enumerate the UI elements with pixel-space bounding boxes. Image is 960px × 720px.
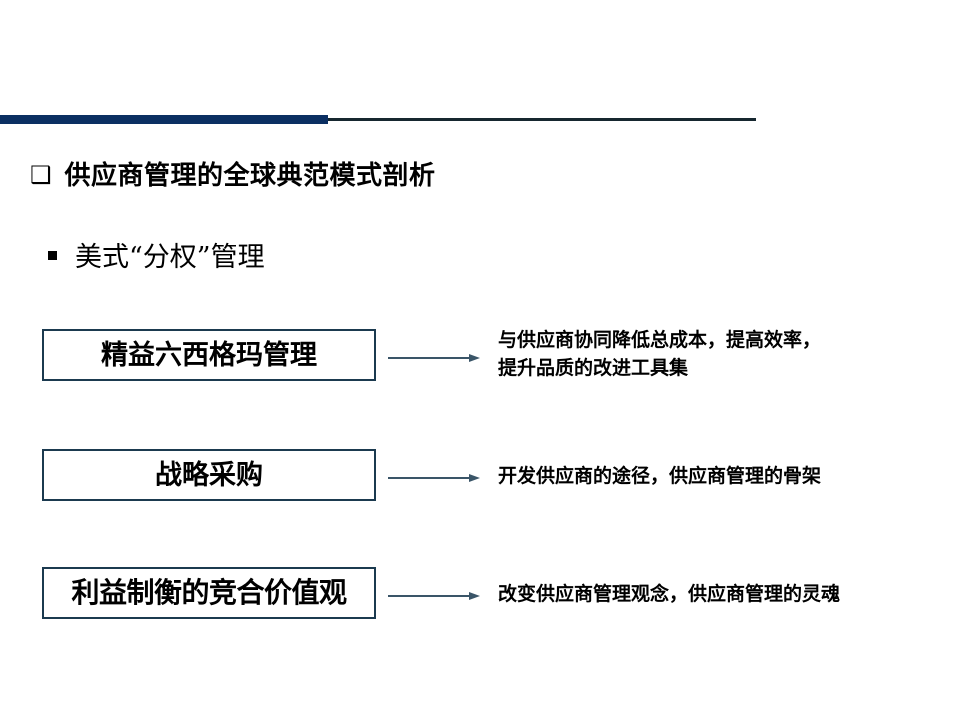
concept-box[interactable]: 精益六西格玛管理 [42, 329, 376, 381]
right-arrow-icon [388, 473, 480, 483]
description-text: 与供应商协同降低总成本，提高效率， 提升品质的改进工具集 [498, 326, 948, 382]
page-title: ❑ 供应商管理的全球典范模式剖析 [30, 155, 436, 192]
concept-box[interactable]: 利益制衡的竞合价值观 [42, 567, 376, 619]
description-text: 开发供应商的途径，供应商管理的骨架 [498, 462, 948, 490]
subtitle: 美式“分权”管理 [48, 235, 265, 274]
right-arrow-icon [388, 353, 480, 363]
header-rule [0, 113, 756, 125]
subtitle-text: 美式“分权”管理 [75, 242, 265, 273]
description-text: 改变供应商管理观念，供应商管理的灵魂 [498, 580, 948, 608]
description-line: 开发供应商的途径，供应商管理的骨架 [498, 465, 822, 487]
concept-box-label: 精益六西格玛管理 [101, 339, 317, 371]
concept-box[interactable]: 战略采购 [42, 449, 376, 501]
concept-box-label: 利益制衡的竞合价值观 [71, 576, 347, 609]
description-line: 改变供应商管理观念，供应商管理的灵魂 [498, 583, 841, 605]
description-line: 提升品质的改进工具集 [498, 357, 689, 379]
right-arrow-icon [388, 591, 480, 601]
square-outline-bullet-icon: ❑ [30, 160, 52, 189]
header-rule-thick-segment [0, 115, 328, 124]
description-line: 与供应商协同降低总成本，提高效率， [498, 329, 822, 351]
square-filled-bullet-icon [48, 251, 57, 260]
page-title-text: 供应商管理的全球典范模式剖析 [64, 161, 436, 191]
concept-box-label: 战略采购 [155, 459, 263, 491]
header-rule-thin-segment [328, 118, 756, 121]
